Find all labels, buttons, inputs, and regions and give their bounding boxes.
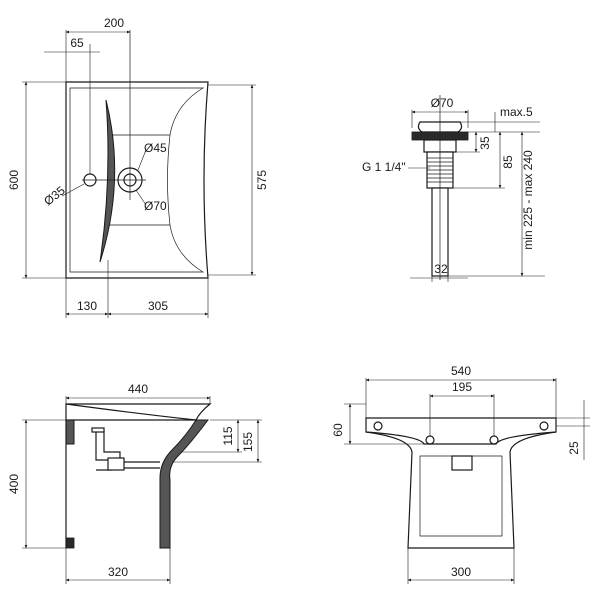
side-siphon-cap — [91, 427, 105, 433]
side-wall-bracket — [65, 419, 75, 445]
dim-200-label: 200 — [104, 16, 124, 30]
side-155-label: 155 — [241, 432, 255, 452]
side-115-label: 115 — [221, 426, 235, 445]
back-top-plate — [365, 417, 557, 445]
dim-d35-label: Ø35 — [41, 183, 68, 208]
dim-d45-label: Ø45 — [144, 141, 167, 155]
back-60-label: 60 — [331, 423, 345, 437]
overflow-blade — [99, 99, 116, 263]
back-pedestal-slot — [451, 455, 473, 471]
side-siphon-trap — [107, 457, 125, 471]
drain-32-label: 32 — [434, 262, 448, 276]
dim-575-label: 575 — [255, 170, 269, 190]
dim-130-label: 130 — [77, 299, 97, 313]
back-view: 540 195 60 25 300 — [331, 364, 590, 584]
back-pedestal-outer — [365, 431, 557, 549]
leader-45 — [137, 149, 147, 171]
drain-range-label: min 225 - max 240 — [521, 150, 535, 250]
back-drain-hole-left — [425, 435, 435, 445]
side-320-label: 320 — [108, 565, 128, 579]
back-mount-hole-left — [373, 421, 383, 431]
back-195-label: 195 — [452, 380, 472, 394]
back-540-label: 540 — [451, 364, 471, 378]
side-siphon-outlet — [124, 461, 160, 469]
basin-outline — [65, 81, 209, 279]
drain-thread-label: G 1 1/4" — [362, 160, 406, 174]
back-mount-hole-right — [539, 421, 549, 431]
side-basin-body — [65, 403, 197, 421]
side-view: 440 115 155 400 320 — [7, 382, 262, 584]
back-25-label: 25 — [567, 441, 581, 455]
leader-70 — [135, 189, 147, 206]
leader-35 — [61, 183, 85, 197]
drain-d70-label: Ø70 — [431, 96, 454, 110]
side-400-label: 400 — [7, 474, 21, 494]
top-view: 200 65 600 575 Ø45 Ø70 Ø35 130 305 — [7, 16, 269, 318]
back-pedestal-inner — [419, 455, 503, 537]
side-pedestal — [159, 419, 210, 549]
drain-35-label: 35 — [478, 136, 492, 150]
side-440-label: 440 — [128, 382, 148, 396]
back-drain-hole-right — [489, 435, 499, 445]
dim-305-label: 305 — [148, 299, 168, 313]
drain-view: Ø70 max.5 35 85 min 225 - max 240 G 1 1/… — [362, 95, 545, 282]
dim-600-label: 600 — [7, 170, 21, 190]
back-300-label: 300 — [451, 565, 471, 579]
basin-bowl — [69, 87, 205, 273]
side-floor-stop — [65, 537, 75, 549]
bowl-inner-rect — [108, 134, 170, 226]
drain-85-label: 85 — [501, 155, 515, 169]
dim-65-label: 65 — [70, 36, 84, 50]
dim-d70-label: Ø70 — [144, 199, 167, 213]
drain-max5-label: max.5 — [500, 105, 533, 119]
